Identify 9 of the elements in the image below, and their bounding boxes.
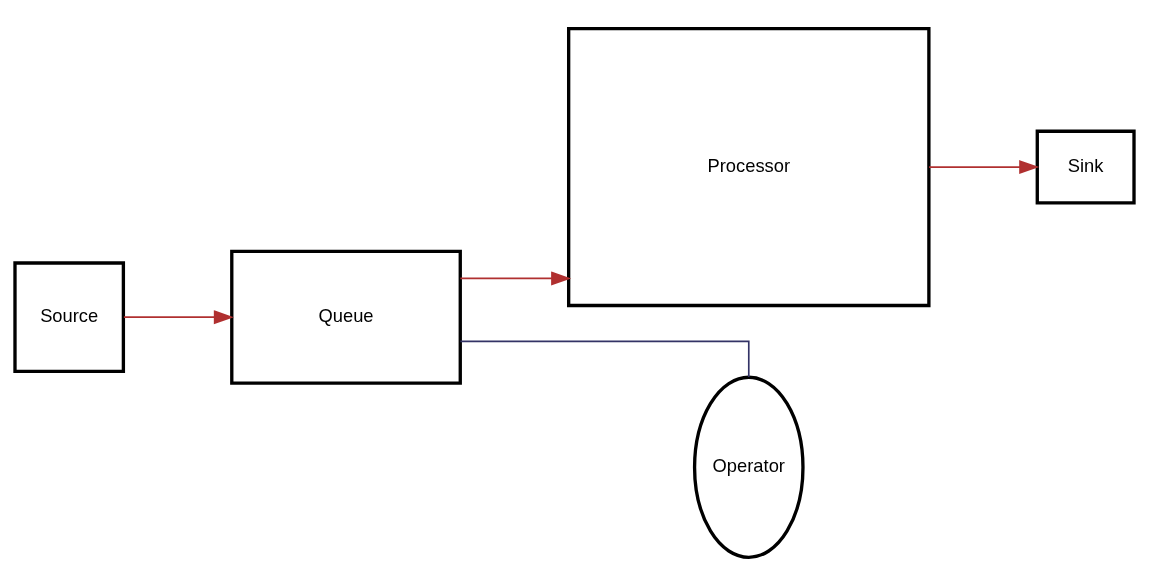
arrow	[123, 310, 234, 325]
node-box: Queue	[230, 249, 462, 385]
node-ellipse: Operator	[692, 375, 805, 559]
arrow	[928, 160, 1040, 175]
node-box: Source	[13, 261, 126, 374]
connector	[459, 340, 750, 378]
arrow	[459, 271, 572, 286]
node-box: Processor	[567, 27, 931, 308]
node-box: Sink	[1035, 129, 1136, 205]
